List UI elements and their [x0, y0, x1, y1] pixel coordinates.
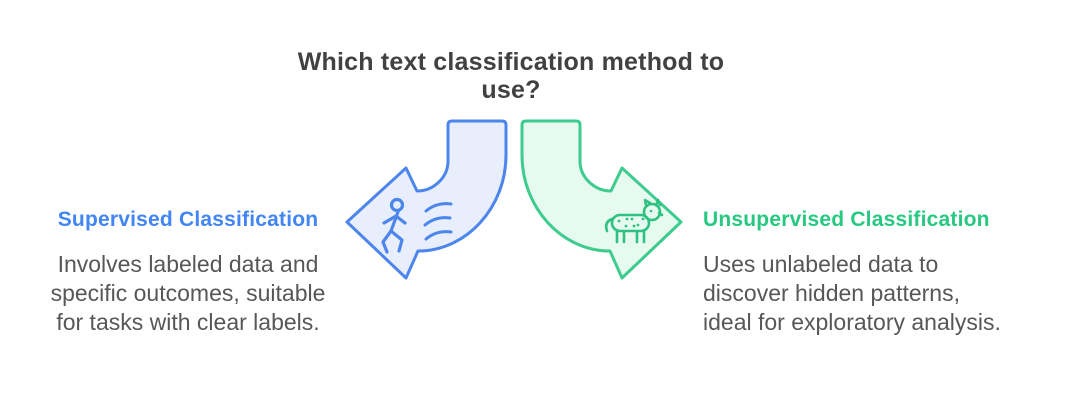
supervised-text-block: Supervised Classification Involves label… [27, 207, 349, 337]
supervised-heading: Supervised Classification [57, 208, 319, 231]
supervised-curved-arrow-shape [345, 119, 508, 280]
leopard-spots [617, 209, 653, 228]
supervised-description: Involves labeled data and specific outco… [27, 250, 349, 337]
unsupervised-text-block: Unsupervised Classification Uses unlabel… [703, 207, 1048, 337]
supervised-desc-line3: for tasks with clear labels. [56, 309, 320, 335]
unsupervised-heading: Unsupervised Classification [703, 208, 990, 231]
supervised-desc-line2: specific outcomes, suitable [50, 280, 326, 306]
unsupervised-desc-line3: ideal for exploratory analysis. [703, 309, 1001, 335]
diagram-title-line2: use? [481, 76, 541, 104]
leopard-icon [604, 198, 664, 244]
unsupervised-curved-arrow-shape [520, 119, 683, 280]
running-person-icon [381, 197, 407, 254]
unsupervised-desc-line1: Uses unlabeled data to [703, 251, 939, 277]
unsupervised-desc-line2: discover hidden patterns, [703, 280, 960, 306]
unsupervised-description: Uses unlabeled data to discover hidden p… [703, 250, 1048, 337]
diagram-title-line1: Which text classification method to [297, 48, 725, 76]
diagram-title: Which text classification method to use? [261, 48, 761, 104]
speed-lines-icon [423, 202, 453, 241]
supervised-desc-line1: Involves labeled data and [57, 251, 319, 277]
